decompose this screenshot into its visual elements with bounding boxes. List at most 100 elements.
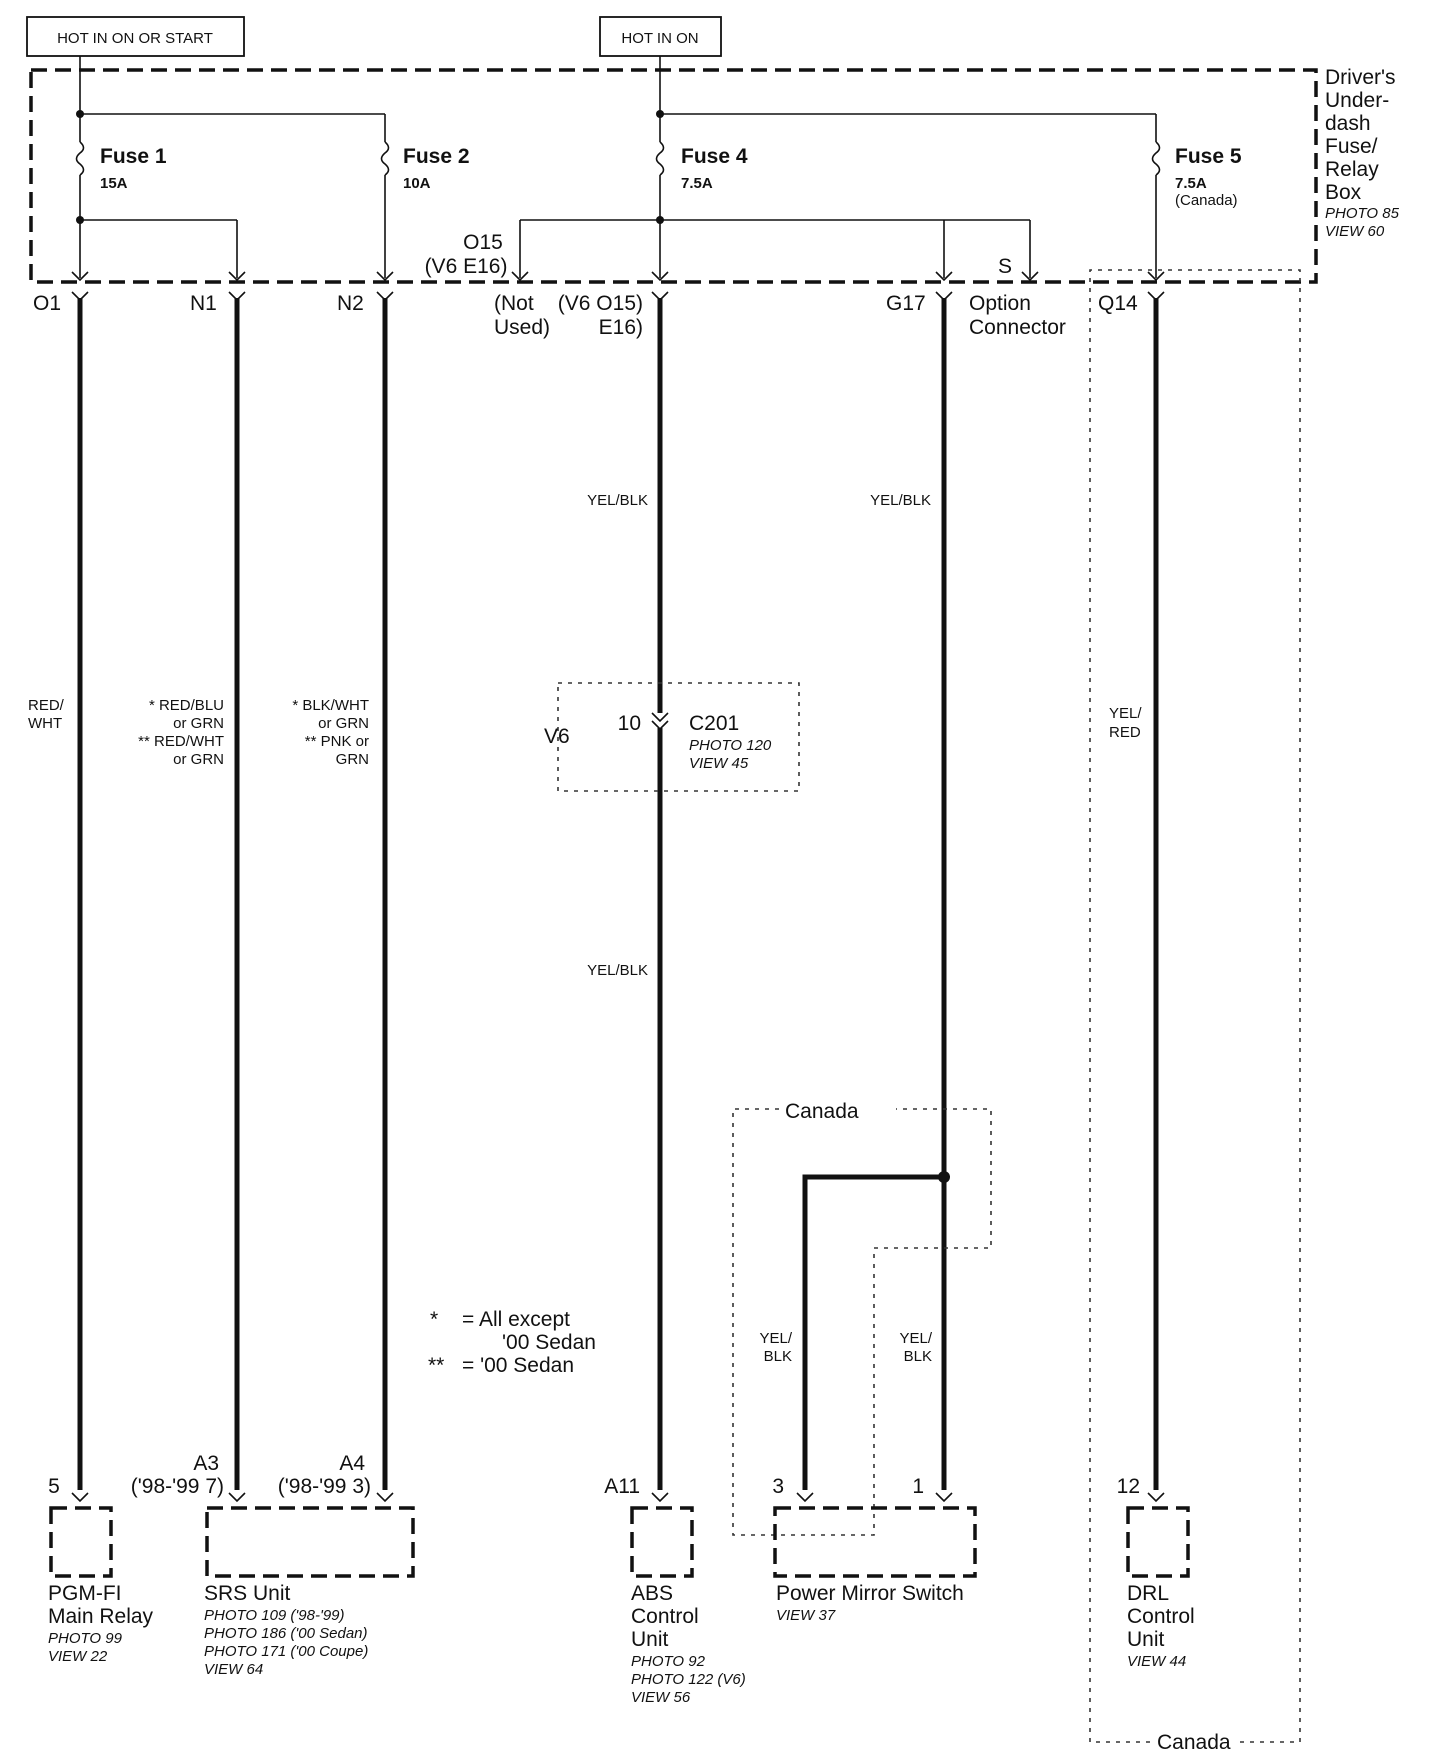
srs-ref-4: VIEW 64	[204, 1661, 263, 1678]
terminal-o15-top: O15	[463, 231, 503, 254]
drl-name-1: DRL	[1127, 1582, 1169, 1605]
wire-color-n1-2: or GRN	[173, 715, 224, 732]
wire-color-n1-4: or GRN	[173, 751, 224, 768]
terminal-s: S	[998, 255, 1012, 278]
fuse-box-title-4: Fuse/	[1325, 135, 1378, 158]
fuse-box-outline	[29, 68, 1318, 284]
pgm-name-2: Main Relay	[48, 1605, 154, 1628]
srs-pin-a4: A4	[339, 1452, 365, 1475]
mirror-name: Power Mirror Switch	[776, 1582, 964, 1605]
terminal-n1: N1	[190, 292, 217, 315]
wire-color-mirror1-2: BLK	[904, 1348, 932, 1365]
mirror-pin-3: 3	[772, 1475, 784, 1498]
fuse-box-title-3: dash	[1325, 112, 1371, 135]
abs-ref-1: PHOTO 92	[631, 1653, 706, 1670]
canada-region-drl: Canada	[1089, 269, 1301, 1755]
fuse-box-view: VIEW 60	[1325, 223, 1385, 240]
terminal-option-2: Connector	[969, 316, 1066, 339]
c201-region: V6	[544, 725, 570, 748]
c201-photo: PHOTO 120	[689, 737, 772, 754]
srs-ref-3: PHOTO 171 ('00 Coupe)	[204, 1643, 368, 1660]
fuse-5-name: Fuse 5	[1175, 145, 1242, 168]
mirror-branch-wire	[802, 1171, 950, 1490]
fuse-box-title-6: Box	[1325, 181, 1362, 204]
wire-color-o1-1: RED/	[28, 697, 65, 714]
terminal-option-1: Option	[969, 292, 1031, 315]
fuse-box-title: Driver's Under- dash Fuse/ Relay Box PHO…	[1325, 66, 1400, 240]
drl-ref-1: VIEW 44	[1127, 1653, 1186, 1670]
legend-star1-text2: '00 Sedan	[502, 1331, 596, 1354]
terminal-o1: O1	[33, 292, 61, 315]
source-hot-in-on-or-start-label: HOT IN ON OR START	[57, 30, 213, 47]
connector-c201: V6 10 C201 PHOTO 120 VIEW 45	[544, 682, 800, 792]
terminal-not-used-1: (Not	[494, 292, 534, 315]
source-hot-in-on-label: HOT IN ON	[621, 30, 698, 47]
srs-name: SRS Unit	[204, 1582, 291, 1605]
fuse-2-name: Fuse 2	[403, 145, 470, 168]
pgm-pin: 5	[48, 1475, 60, 1498]
wire-color-mirror-upper: YEL/BLK	[870, 492, 931, 509]
fuse-1-rating: 15A	[100, 175, 128, 192]
mirror-ref-1: VIEW 37	[776, 1607, 836, 1624]
abs-name-3: Unit	[631, 1628, 669, 1651]
legend-star2-text: = '00 Sedan	[462, 1354, 574, 1377]
wire-color-mirror3-1: YEL/	[759, 1330, 792, 1347]
terminal-q14: Q14	[1098, 292, 1138, 315]
wire-color-drl-2: RED	[1109, 724, 1141, 741]
abs-name-2: Control	[631, 1605, 699, 1628]
legend: * = All except '00 Sedan ** = '00 Sedan	[428, 1308, 596, 1377]
srs-pin-a3-note: ('98-'99 7)	[131, 1475, 224, 1498]
wire-color-n2-4: GRN	[336, 751, 369, 768]
fuse-1-name: Fuse 1	[100, 145, 167, 168]
wire-color-abs-upper: YEL/BLK	[587, 492, 648, 509]
terminal-o15-mid-2: E16)	[599, 316, 643, 339]
fuse-box-photo: PHOTO 85	[1325, 205, 1400, 222]
terminal-g17: G17	[886, 292, 926, 315]
abs-name-1: ABS	[631, 1582, 673, 1605]
fuse-4-rating: 7.5A	[681, 175, 713, 192]
component-srs-unit: A3 ('98-'99 7) A4 ('98-'99 3) SRS Unit P…	[131, 1452, 415, 1678]
component-pgm-fi-main-relay: 5 PGM-FI Main Relay PHOTO 99 VIEW 22	[48, 1475, 154, 1665]
wire-color-n2-3: ** PNK or	[305, 733, 369, 750]
abs-ref-2: PHOTO 122 (V6)	[631, 1671, 746, 1688]
wire-color-n2-2: or GRN	[318, 715, 369, 732]
fuse-4-name: Fuse 4	[681, 145, 748, 168]
wire-color-n2-1: * BLK/WHT	[292, 697, 369, 714]
fuse-box-internal-left	[71, 70, 394, 282]
terminal-o15-mid-1: (V6 O15)	[558, 292, 643, 315]
fuse-2-rating: 10A	[403, 175, 431, 192]
fuse-5-rating: 7.5A	[1175, 175, 1207, 192]
source-hot-in-on: HOT IN ON	[599, 16, 722, 57]
wire-color-n1-1: * RED/BLU	[149, 697, 224, 714]
wire-color-abs-lower: YEL/BLK	[587, 962, 648, 979]
abs-ref-3: VIEW 56	[631, 1689, 691, 1706]
mirror-pin-1: 1	[912, 1475, 924, 1498]
c201-name: C201	[689, 712, 739, 735]
wire-color-drl-1: YEL/	[1109, 705, 1142, 722]
legend-star2: **	[428, 1354, 444, 1377]
c201-view: VIEW 45	[689, 755, 749, 772]
canada-drl-label: Canada	[1157, 1731, 1231, 1754]
fuse-box-internal-right	[511, 70, 1165, 282]
fuse-box-title-5: Relay	[1325, 158, 1379, 181]
abs-pin: A11	[604, 1475, 640, 1498]
pgm-ref-2: VIEW 22	[48, 1648, 108, 1665]
fuse-box-title-2: Under-	[1325, 89, 1389, 112]
canada-mirror-label: Canada	[785, 1100, 859, 1123]
legend-star1: *	[430, 1308, 438, 1331]
legend-star1-text1: = All except	[462, 1308, 570, 1331]
wire-color-o1-2: WHT	[28, 715, 62, 732]
pgm-ref-1: PHOTO 99	[48, 1630, 123, 1647]
component-abs-control-unit: A11 ABS Control Unit PHOTO 92 PHOTO 122 …	[604, 1475, 746, 1706]
srs-ref-2: PHOTO 186 ('00 Sedan)	[204, 1625, 368, 1642]
wire-color-mirror1-1: YEL/	[899, 1330, 932, 1347]
fuse-box-title-1: Driver's	[1325, 66, 1396, 89]
terminal-o15-top-sub: (V6 E16)	[425, 255, 508, 278]
srs-pin-a4-note: ('98-'99 3)	[278, 1475, 371, 1498]
canada-region-mirror: Canada	[732, 1100, 992, 1536]
pgm-name-1: PGM-FI	[48, 1582, 122, 1605]
wire-color-mirror3-2: BLK	[764, 1348, 792, 1365]
drl-name-2: Control	[1127, 1605, 1195, 1628]
c201-pin: 10	[618, 712, 641, 735]
